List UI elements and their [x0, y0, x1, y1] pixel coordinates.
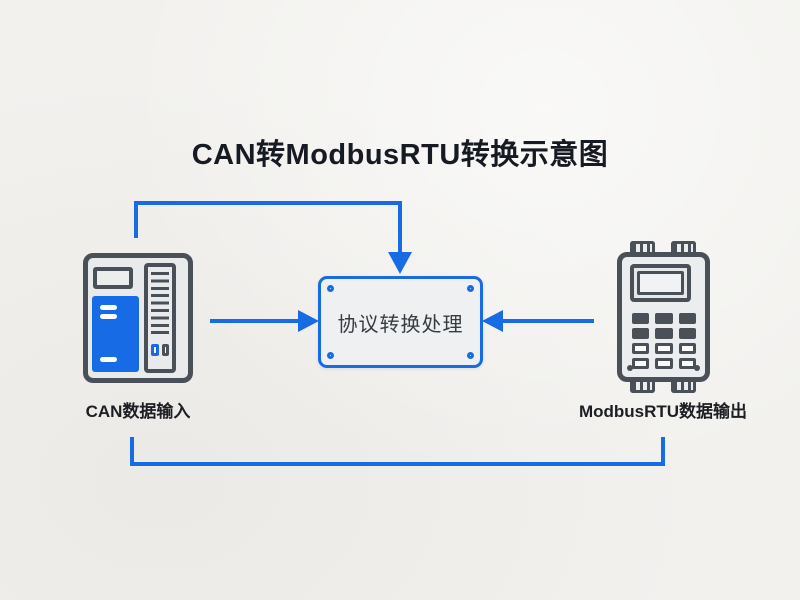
keypad-terminal-icon	[617, 241, 710, 393]
screw-icon	[327, 352, 334, 359]
arrow-top-route	[134, 201, 412, 274]
server-icon	[83, 253, 193, 383]
right-device-label: ModbusRTU数据输出	[578, 402, 748, 421]
process-box-label: 协议转换处理	[337, 313, 464, 336]
port-blue	[151, 344, 159, 356]
terminal-keypad	[632, 313, 696, 369]
connector-nub	[630, 380, 655, 393]
screw-icon	[467, 285, 474, 292]
connector-nub	[630, 241, 655, 254]
arrow-left-input	[210, 310, 319, 332]
arrow-right-input	[482, 310, 594, 332]
connector-nub	[671, 380, 696, 393]
server-vents	[144, 263, 176, 373]
server-display-slot	[93, 267, 133, 289]
connector-nub	[671, 241, 696, 254]
port-gray	[161, 344, 169, 356]
terminal-body	[617, 252, 710, 382]
left-device-label: CAN数据输入	[85, 402, 191, 421]
screw-icon	[327, 285, 334, 292]
screw-icon	[467, 352, 474, 359]
page-title: CAN转ModbusRTU转换示意图	[191, 139, 609, 171]
terminal-screen	[630, 264, 691, 302]
server-front-panel	[92, 296, 139, 372]
connector-bottom-link	[130, 437, 665, 466]
process-box: 协议转换处理	[318, 276, 483, 368]
